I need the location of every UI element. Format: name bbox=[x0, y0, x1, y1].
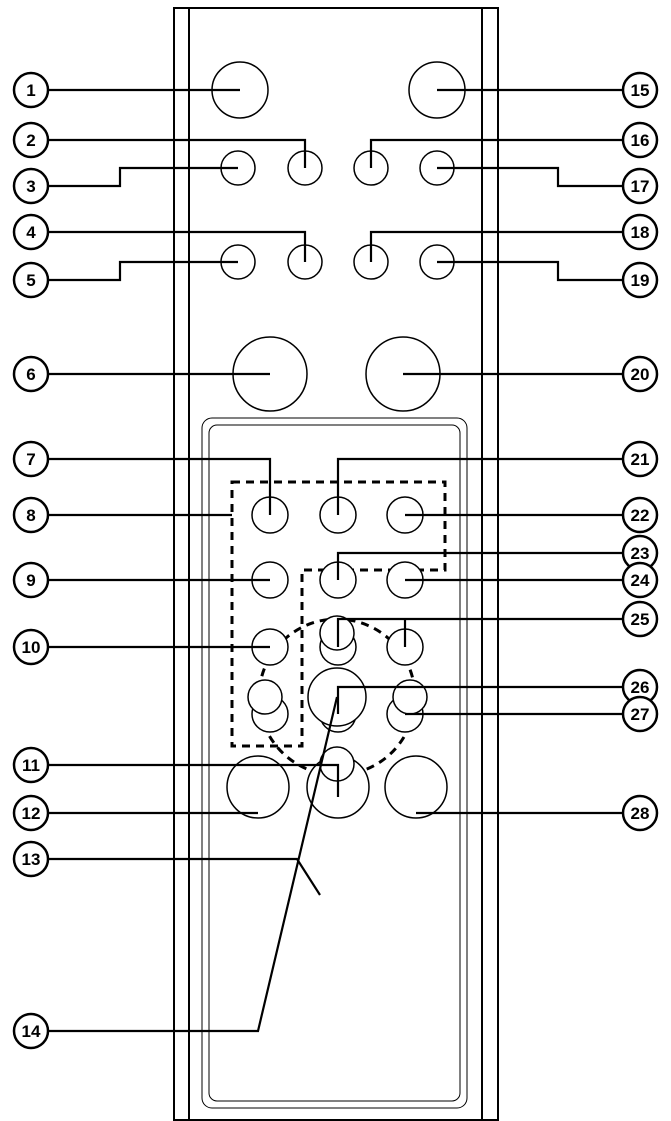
callout-8: 8 bbox=[12, 496, 50, 534]
callout-2: 2 bbox=[12, 121, 50, 159]
callout-27: 27 bbox=[621, 695, 659, 733]
svg-text:18: 18 bbox=[631, 223, 650, 242]
callout-17: 17 bbox=[621, 167, 659, 205]
callout-15: 15 bbox=[621, 71, 659, 109]
callout-18: 18 bbox=[621, 213, 659, 251]
callout-9: 9 bbox=[12, 561, 50, 599]
svg-text:22: 22 bbox=[631, 506, 650, 525]
callouts: 1 2 3 4 5 6 7 8 9 10 11 12 13 14 15 16 1… bbox=[12, 71, 659, 1050]
svg-text:3: 3 bbox=[26, 177, 35, 196]
svg-text:25: 25 bbox=[631, 610, 650, 629]
callout-3: 3 bbox=[12, 167, 50, 205]
svg-text:4: 4 bbox=[26, 223, 36, 242]
svg-text:6: 6 bbox=[26, 365, 35, 384]
svg-text:16: 16 bbox=[631, 131, 650, 150]
callout-14: 14 bbox=[12, 1012, 50, 1050]
callout-19: 19 bbox=[621, 261, 659, 299]
svg-text:8: 8 bbox=[26, 506, 35, 525]
callout-6: 6 bbox=[12, 355, 50, 393]
svg-text:12: 12 bbox=[22, 804, 41, 823]
svg-text:10: 10 bbox=[22, 638, 41, 657]
nav-right-button[interactable] bbox=[392, 679, 428, 715]
svg-text:27: 27 bbox=[631, 705, 650, 724]
svg-text:23: 23 bbox=[631, 544, 650, 563]
svg-text:13: 13 bbox=[22, 850, 41, 869]
nav-left-button[interactable] bbox=[247, 679, 283, 715]
callout-11: 11 bbox=[12, 746, 50, 784]
callout-13: 13 bbox=[12, 840, 50, 878]
callout-28: 28 bbox=[621, 794, 659, 832]
callout-21: 21 bbox=[621, 440, 659, 478]
svg-text:5: 5 bbox=[26, 271, 35, 290]
leader-lines bbox=[48, 88, 623, 1033]
callout-7: 7 bbox=[12, 440, 50, 478]
keypad-group-outline bbox=[230, 480, 447, 748]
callout-16: 16 bbox=[621, 121, 659, 159]
callout-20: 20 bbox=[621, 355, 659, 393]
callout-1: 1 bbox=[12, 71, 50, 109]
remote-body bbox=[173, 7, 499, 1121]
svg-text:11: 11 bbox=[22, 756, 40, 775]
svg-text:28: 28 bbox=[631, 804, 650, 823]
svg-text:2: 2 bbox=[26, 131, 35, 150]
callout-12: 12 bbox=[12, 794, 50, 832]
svg-text:19: 19 bbox=[631, 271, 650, 290]
callout-24: 24 bbox=[621, 561, 659, 599]
callout-4: 4 bbox=[12, 213, 50, 251]
svg-text:7: 7 bbox=[26, 450, 35, 469]
svg-text:26: 26 bbox=[631, 678, 650, 697]
svg-text:15: 15 bbox=[631, 81, 650, 100]
remote-button[interactable] bbox=[384, 755, 448, 819]
svg-text:14: 14 bbox=[22, 1022, 41, 1041]
callout-5: 5 bbox=[12, 261, 50, 299]
callout-10: 10 bbox=[12, 628, 50, 666]
lower-panel bbox=[201, 417, 468, 1109]
svg-text:24: 24 bbox=[631, 571, 650, 590]
svg-text:20: 20 bbox=[631, 365, 650, 384]
svg-text:1: 1 bbox=[26, 81, 35, 100]
callout-23: 23 bbox=[621, 534, 659, 572]
svg-text:17: 17 bbox=[631, 177, 650, 196]
callout-22: 22 bbox=[621, 496, 659, 534]
svg-text:21: 21 bbox=[631, 450, 650, 469]
callout-25: 25 bbox=[621, 600, 659, 638]
svg-text:9: 9 bbox=[26, 571, 35, 590]
remote-button[interactable] bbox=[226, 755, 290, 819]
